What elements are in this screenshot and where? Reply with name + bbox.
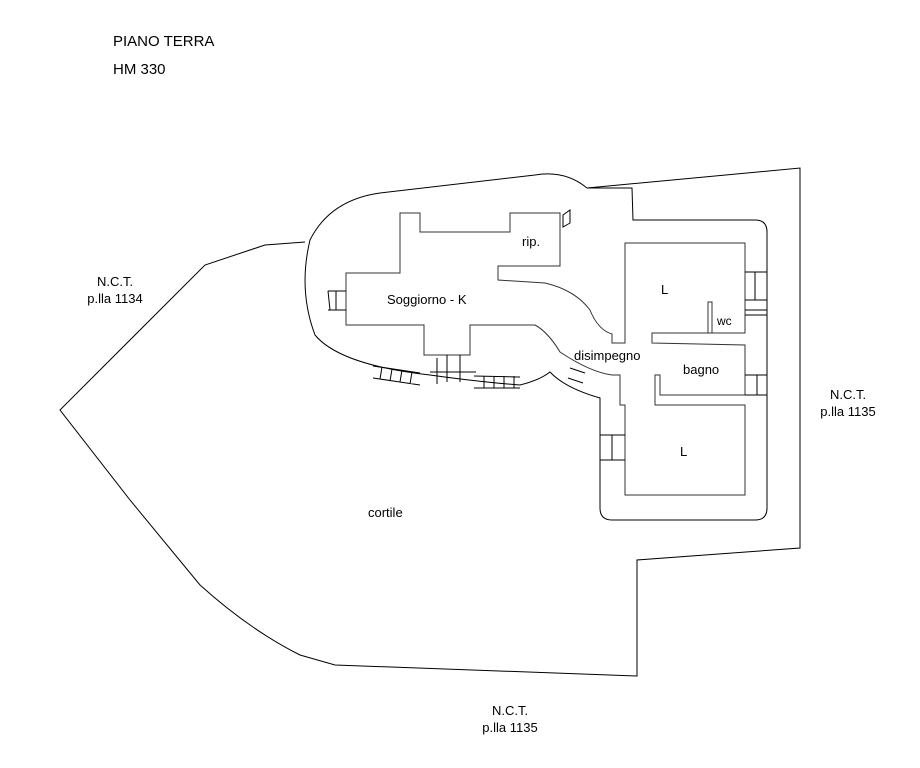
floor-title: PIANO TERRA	[113, 33, 215, 50]
room-soggiorno: Soggiorno - K	[387, 292, 467, 307]
window-south-2	[473, 375, 521, 389]
neighbor-west-line2: p.lla 1134	[87, 291, 143, 306]
neighbor-south-line1: N.C.T.	[491, 703, 529, 718]
wc-wall	[707, 301, 713, 333]
window-corridor	[562, 209, 625, 461]
neighbor-south: N.C.T. p.lla 1135	[470, 702, 550, 736]
room-bedroom-1: L	[661, 282, 669, 297]
window-south-1	[372, 365, 421, 386]
neighbor-west: N.C.T. p.lla 1134	[75, 273, 155, 307]
room-rip: rip.	[522, 234, 541, 249]
room-cortile: cortile	[368, 505, 403, 520]
door-steps	[430, 355, 476, 384]
neighbor-south-line2: p.lla 1135	[482, 720, 538, 735]
lot-boundary	[59, 167, 801, 677]
floor-code: HM 330	[113, 61, 166, 78]
room-disimpegno: disimpegno	[574, 348, 641, 363]
building-outer-wall	[304, 173, 768, 521]
soggiorno-walls	[345, 212, 746, 496]
neighbor-west-line1: N.C.T.	[96, 274, 134, 289]
window-east	[745, 271, 767, 396]
neighbor-east: N.C.T. p.lla 1135	[808, 386, 888, 420]
window-west	[327, 290, 346, 311]
room-wc: wc	[717, 314, 732, 328]
neighbor-east-line2: p.lla 1135	[820, 404, 876, 419]
room-bedroom-2: L	[680, 444, 688, 459]
neighbor-east-line1: N.C.T.	[829, 387, 867, 402]
room-bagno: bagno	[683, 362, 720, 377]
